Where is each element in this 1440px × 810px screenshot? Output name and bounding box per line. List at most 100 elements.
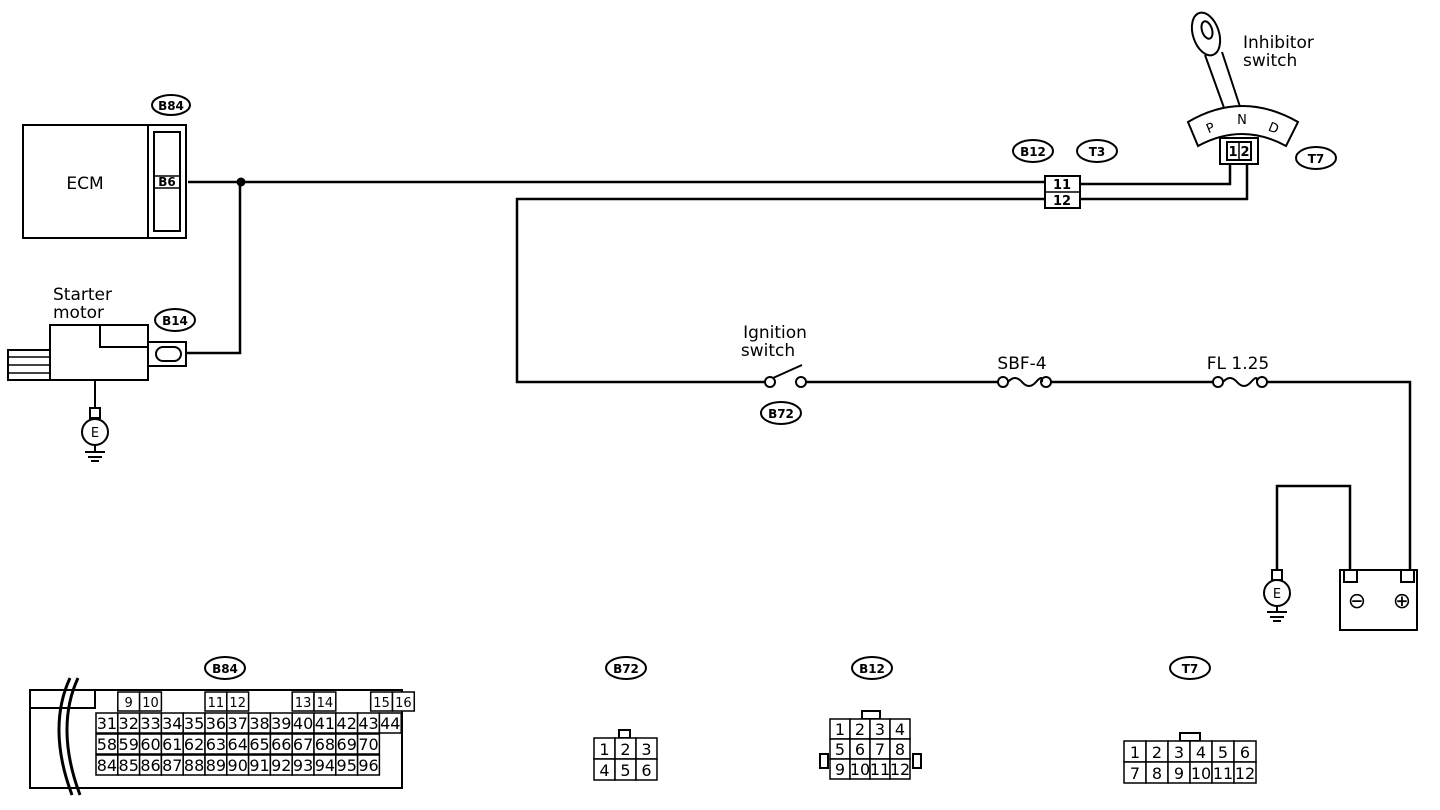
- b84-pin-69: 69: [337, 735, 357, 754]
- b84-pin-70: 70: [358, 735, 378, 754]
- fuse-fl-1-25: FL 1.25: [1207, 354, 1270, 388]
- joint-pin-12: 12: [1053, 194, 1071, 209]
- connector-tag-t7-bottom: T7: [1169, 656, 1211, 680]
- b84-pin-92: 92: [271, 756, 291, 775]
- b12-pin-10: 10: [850, 760, 870, 779]
- b84-pin-42: 42: [337, 714, 357, 733]
- b84-pin-91: 91: [249, 756, 269, 775]
- connector-tag-b72-bottom: B72: [605, 656, 647, 680]
- b84-pin-93: 93: [293, 756, 313, 775]
- starter-label-line1: Starter: [53, 285, 112, 305]
- b12-pin-8: 8: [895, 740, 905, 759]
- b84-pin-40: 40: [293, 714, 313, 733]
- b12-pin-3: 3: [875, 720, 885, 739]
- b84-pin-39: 39: [271, 714, 291, 733]
- b84-pin-32: 32: [119, 714, 139, 733]
- t7-pin-4: 4: [1196, 743, 1206, 762]
- b84-pin-87: 87: [162, 756, 182, 775]
- t7-pin-6: 6: [1240, 743, 1250, 762]
- inhibitor-label-line2: switch: [1243, 51, 1297, 71]
- wire-joint-to-ignition: [515, 197, 1045, 384]
- t7-pin-11: 11: [1213, 764, 1233, 783]
- t7-pin-12-cell: [1233, 761, 1257, 784]
- b84-pin-94: 94: [315, 756, 335, 775]
- t7-pin-12: 12: [1235, 764, 1255, 783]
- t7-pin-1: 1: [1130, 743, 1140, 762]
- b84-pin-58: 58: [97, 735, 117, 754]
- b84-pin-36: 36: [206, 714, 226, 733]
- svg-text:B12: B12: [859, 662, 885, 676]
- t7-pin-8: 8: [1152, 764, 1162, 783]
- wire-starter-to-ecm: [187, 182, 242, 355]
- b84-pin-67: 67: [293, 735, 313, 754]
- b12-pin-1: 1: [835, 720, 845, 739]
- b12-pin-12: 12: [890, 760, 910, 779]
- ecm-module: ECM B6: [22, 124, 187, 239]
- b84-pin-90: 90: [228, 756, 248, 775]
- b84-pin-70-cell: [356, 733, 381, 755]
- b84-pin-12-cell: [226, 691, 250, 712]
- b84-pin-37: 37: [228, 714, 248, 733]
- b84-pin-9: 9: [125, 696, 133, 711]
- fuse-fl-1-25-label: FL 1.25: [1207, 354, 1270, 374]
- b12-pin-5: 5: [835, 740, 845, 759]
- connector-tag-t3: T3: [1076, 139, 1118, 163]
- svg-text:T7: T7: [1308, 152, 1325, 166]
- svg-text:B84: B84: [212, 662, 238, 676]
- connector-tag-b84-bottom: B84: [204, 656, 246, 680]
- b84-pin-10: 10: [142, 696, 159, 711]
- b84-pin-14-cell: [313, 691, 337, 712]
- b84-pin-88: 88: [184, 756, 204, 775]
- b84-pin-16-cell: [391, 691, 416, 712]
- b84-pin-63: 63: [206, 735, 226, 754]
- b84-pin-59: 59: [119, 735, 139, 754]
- b84-pin-62: 62: [184, 735, 204, 754]
- starter-label-line2: motor: [53, 303, 104, 323]
- joint-pin-11: 11: [1053, 178, 1071, 193]
- joint-connector: 11 12: [1044, 175, 1081, 209]
- b84-pin-11: 11: [208, 696, 225, 711]
- t7-pin-5: 5: [1218, 743, 1228, 762]
- b84-pin-68: 68: [315, 735, 335, 754]
- wire-junction-dot: [236, 177, 246, 187]
- b84-pin-84: 84: [97, 756, 117, 775]
- wire-joint-to-inhibitor-pin1: [1080, 162, 1232, 186]
- b12-pin-7: 7: [875, 740, 885, 759]
- fuse-sbf-4: SBF-4: [997, 354, 1052, 388]
- b84-pin-66: 66: [271, 735, 291, 754]
- ecm-label: ECM: [66, 174, 103, 194]
- b72-pin-3: 3: [641, 740, 651, 759]
- starter-motor: Starter motor: [7, 285, 187, 410]
- svg-text:B84: B84: [158, 99, 184, 113]
- ground-symbol-starter: E: [81, 407, 109, 462]
- b84-pin-65: 65: [249, 735, 269, 754]
- b84-pin-41: 41: [315, 714, 335, 733]
- wire-joint-to-inhibitor-pin2: [1080, 162, 1249, 201]
- b84-pin-43: 43: [358, 714, 378, 733]
- svg-text:T7: T7: [1182, 662, 1199, 676]
- ground-label-battery: E: [1273, 587, 1281, 602]
- b84-pin-64: 64: [228, 735, 248, 754]
- b84-pin-44: 44: [380, 714, 400, 733]
- wire-fuse-to-battery: [1265, 380, 1412, 570]
- connector-tag-b12-bottom: B12: [851, 656, 893, 680]
- b84-pin-96-cell: [356, 754, 381, 776]
- connector-tag-t7-top: T7: [1295, 146, 1337, 170]
- b84-pin-10-cell: [138, 691, 163, 712]
- b72-pin-4: 4: [599, 761, 609, 780]
- wire-battery-to-ground: [1275, 484, 1352, 572]
- b84-pin-31: 31: [97, 714, 117, 733]
- b84-pin-16: 16: [395, 696, 412, 711]
- b84-pin-34: 34: [162, 714, 182, 733]
- b84-pin-89: 89: [206, 756, 226, 775]
- svg-text:B12: B12: [1020, 145, 1046, 159]
- b72-pin-5: 5: [620, 761, 630, 780]
- b84-pin-15: 15: [373, 696, 390, 711]
- b84-pin-12: 12: [229, 696, 246, 711]
- inhibitor-pin-1: 1: [1228, 145, 1237, 160]
